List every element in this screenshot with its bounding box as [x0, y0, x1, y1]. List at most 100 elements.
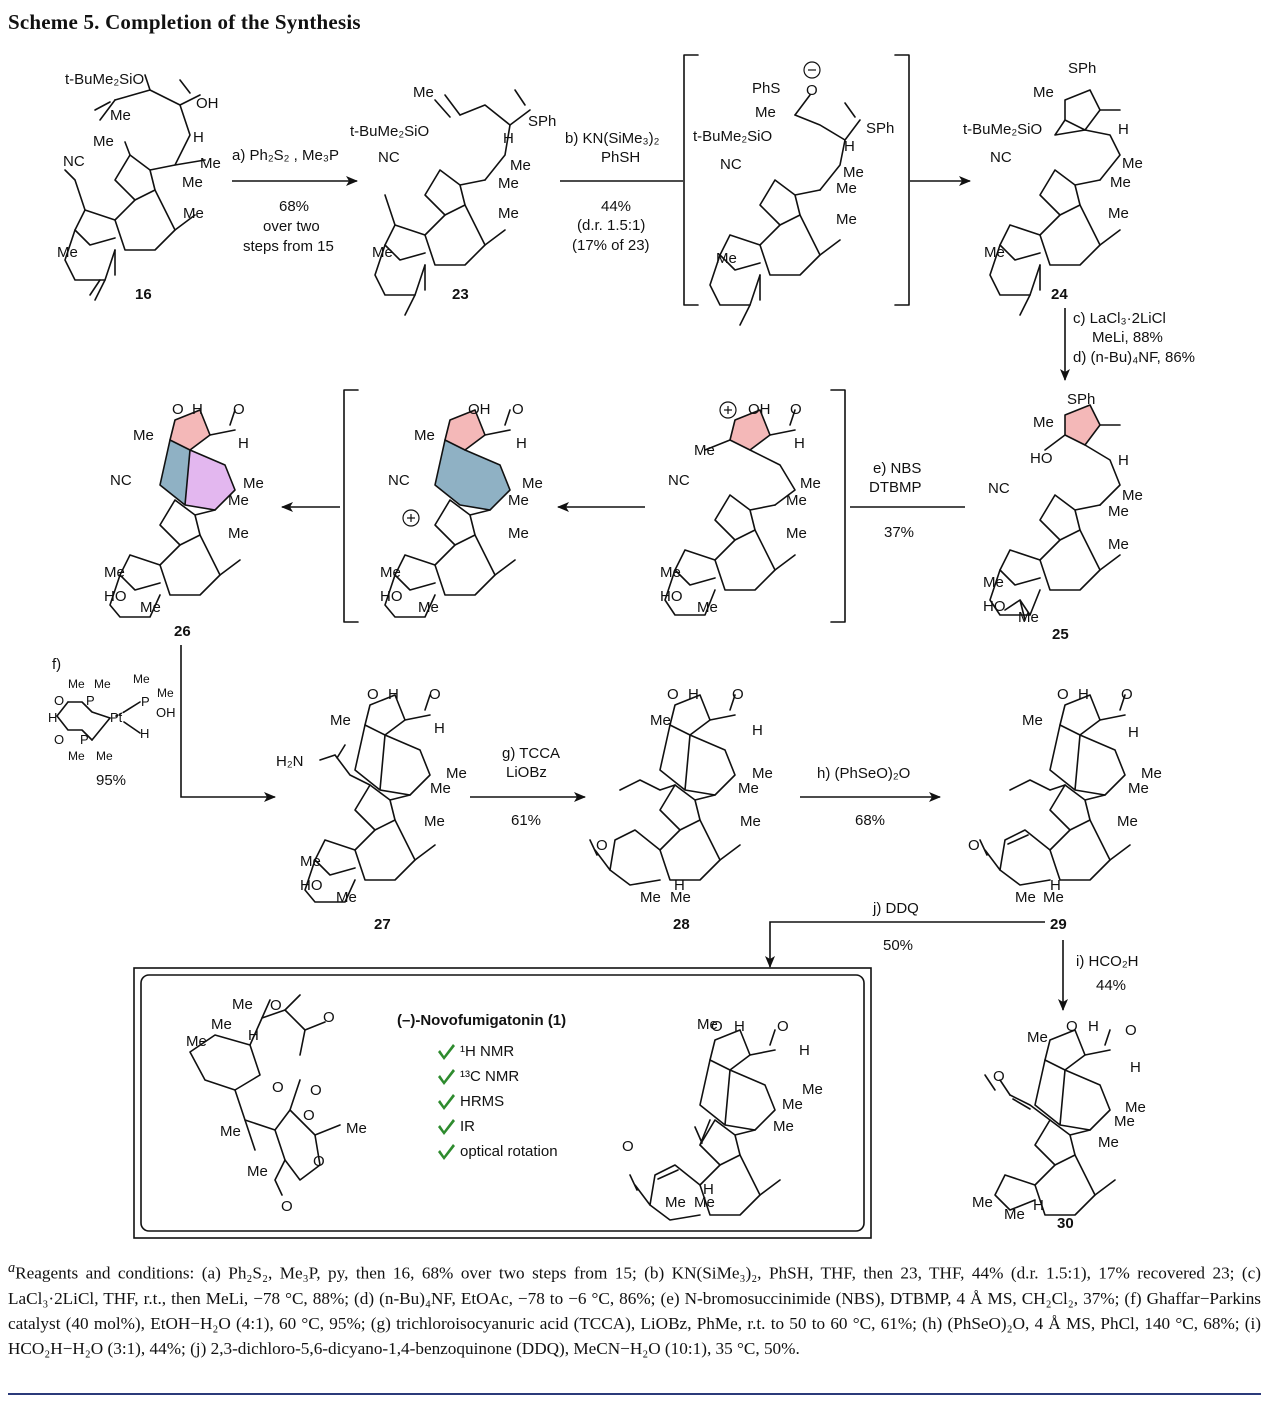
compound-27-structure: [304, 694, 436, 903]
step-a-line1: a) Ph₂S₂ , Me₃P: [232, 147, 339, 164]
c25-me4-label: Me: [1108, 536, 1129, 553]
step-e-line3: 37%: [884, 524, 914, 541]
c24-me-label: Me: [1033, 84, 1054, 101]
nov-me3-label: Me: [186, 1033, 207, 1050]
int2-blue-ring-highlight: [435, 440, 510, 510]
c23-me-label: Me: [413, 84, 434, 101]
c29-me3-label: Me: [1128, 780, 1149, 797]
c30-me-label: Me: [1027, 1029, 1048, 1046]
nov-me2-label: Me: [211, 1016, 232, 1033]
compound-24-structure: [989, 89, 1121, 316]
int1-h-label: H: [844, 138, 855, 155]
c25-ho-label: HO: [1030, 450, 1053, 467]
cat-me2-label: Me: [94, 677, 111, 691]
novofumigatonin-2d-structure: [629, 1029, 781, 1221]
c24-tbs-label: t-BuMe₂SiO: [963, 121, 1042, 138]
int3-o-label: O: [790, 401, 802, 418]
step-b-line4: (d.r. 1.5:1): [577, 217, 645, 234]
c25-me2-label: Me: [1122, 487, 1143, 504]
step-g-line2: LiOBz: [506, 764, 547, 781]
c29-o-label: O: [1057, 686, 1069, 703]
oxyanion-charge-icon: [803, 61, 821, 79]
c30-h-label: H: [1088, 1018, 1099, 1035]
step-g-line1: g) TCCA: [502, 745, 560, 762]
c26-me3-label: Me: [228, 492, 249, 509]
c28-me3-label: Me: [738, 780, 759, 797]
compound-25-structure: [989, 404, 1121, 621]
check-icon-3: [438, 1094, 455, 1110]
c26-me6-label: Me: [140, 599, 161, 616]
step-i-line2: 44%: [1096, 977, 1126, 994]
int3-me6-label: Me: [697, 599, 718, 616]
c30-me6-label: Me: [1004, 1206, 1025, 1223]
c29-h2-label: H: [1128, 724, 1139, 741]
nov2-me-label: Me: [697, 1016, 718, 1033]
scheme-title: Scheme 5. Completion of the Synthesis: [8, 10, 361, 34]
c26-h-label: H: [192, 401, 203, 418]
step-cd-line2: MeLi, 88%: [1092, 329, 1163, 346]
compound-25-number: 25: [1052, 626, 1069, 643]
int3-h-label: H: [794, 435, 805, 452]
c25-lactone-ring-highlight: [1065, 405, 1100, 445]
compound-16-number: 16: [135, 286, 152, 303]
nov-o3-label: O: [272, 1079, 284, 1096]
compound-23-number: 23: [452, 286, 469, 303]
c25-me3-label: Me: [1108, 503, 1129, 520]
step-f-yield: 95%: [96, 772, 126, 789]
compound-29-structure: [979, 694, 1131, 886]
int3-me4-label: Me: [786, 525, 807, 542]
c30-o-label: O: [1066, 1018, 1078, 1035]
nov-o4-label: O: [310, 1082, 322, 1099]
c27-ho-label: HO: [300, 877, 323, 894]
check-label-3: HRMS: [460, 1093, 504, 1110]
c24-sph-label: SPh: [1068, 60, 1096, 77]
c28-me6-label: Me: [670, 889, 691, 906]
c27-me3-label: Me: [430, 780, 451, 797]
c25-nc-label: NC: [988, 480, 1010, 497]
compound-23-structure: [374, 89, 531, 316]
c28-me4-label: Me: [740, 813, 761, 830]
nov2-h2-label: H: [799, 1042, 810, 1059]
c27-h2n-label: H₂N: [276, 753, 304, 770]
arrow-step-f: [180, 645, 276, 802]
novofumigatonin-3d-structure: [189, 994, 341, 1196]
nov2-me5-label: Me: [665, 1194, 686, 1211]
ghaffar-parkins-catalyst-structure: [56, 701, 141, 741]
c28-h2-label: H: [752, 722, 763, 739]
check-icon-1: [438, 1044, 455, 1060]
check-icon-5: [438, 1144, 455, 1160]
bracket-right-1: [894, 54, 910, 306]
step-g-line3: 61%: [511, 812, 541, 829]
oxocarbenium-charge-icon: [719, 401, 737, 419]
c26-nc-label: NC: [110, 472, 132, 489]
c23-me2-label: Me: [510, 157, 531, 174]
cat-pt-label: Pt: [110, 710, 123, 725]
nov-h-label: H: [248, 1027, 259, 1044]
int2-me2-label: Me: [522, 475, 543, 492]
c26-me-label: Me: [133, 427, 154, 444]
step-e-line2: DTBMP: [869, 479, 922, 496]
c24-h-label: H: [1118, 121, 1129, 138]
intermediate-bicyclic-structure: [384, 409, 516, 618]
c27-o-label: O: [367, 686, 379, 703]
c25-me6-label: Me: [1018, 609, 1039, 626]
c29-h-label: H: [1078, 686, 1089, 703]
step-a-line3: over two: [263, 218, 320, 235]
int3-ring-highlight: [730, 410, 770, 450]
int1-nc-label: NC: [720, 156, 742, 173]
c30-me2-label: Me: [1125, 1099, 1146, 1116]
c28-me-label: Me: [650, 712, 671, 729]
compound-27-number: 27: [374, 916, 391, 933]
c26-me2-label: Me: [243, 475, 264, 492]
nov2-o-label: O: [711, 1018, 723, 1035]
c25-me5-label: Me: [983, 574, 1004, 591]
c28-h-label: H: [688, 686, 699, 703]
cat-h2-label: H: [140, 726, 149, 741]
cat-oh-label: OH: [156, 705, 176, 720]
int2-me4-label: Me: [508, 525, 529, 542]
step-i-line1: i) HCO₂H: [1076, 953, 1138, 970]
nov2-me3-label: Me: [782, 1096, 803, 1113]
cat-h-label: H: [48, 710, 57, 725]
nov-me6-label: Me: [247, 1163, 268, 1180]
int1-me5-label: Me: [716, 250, 737, 267]
